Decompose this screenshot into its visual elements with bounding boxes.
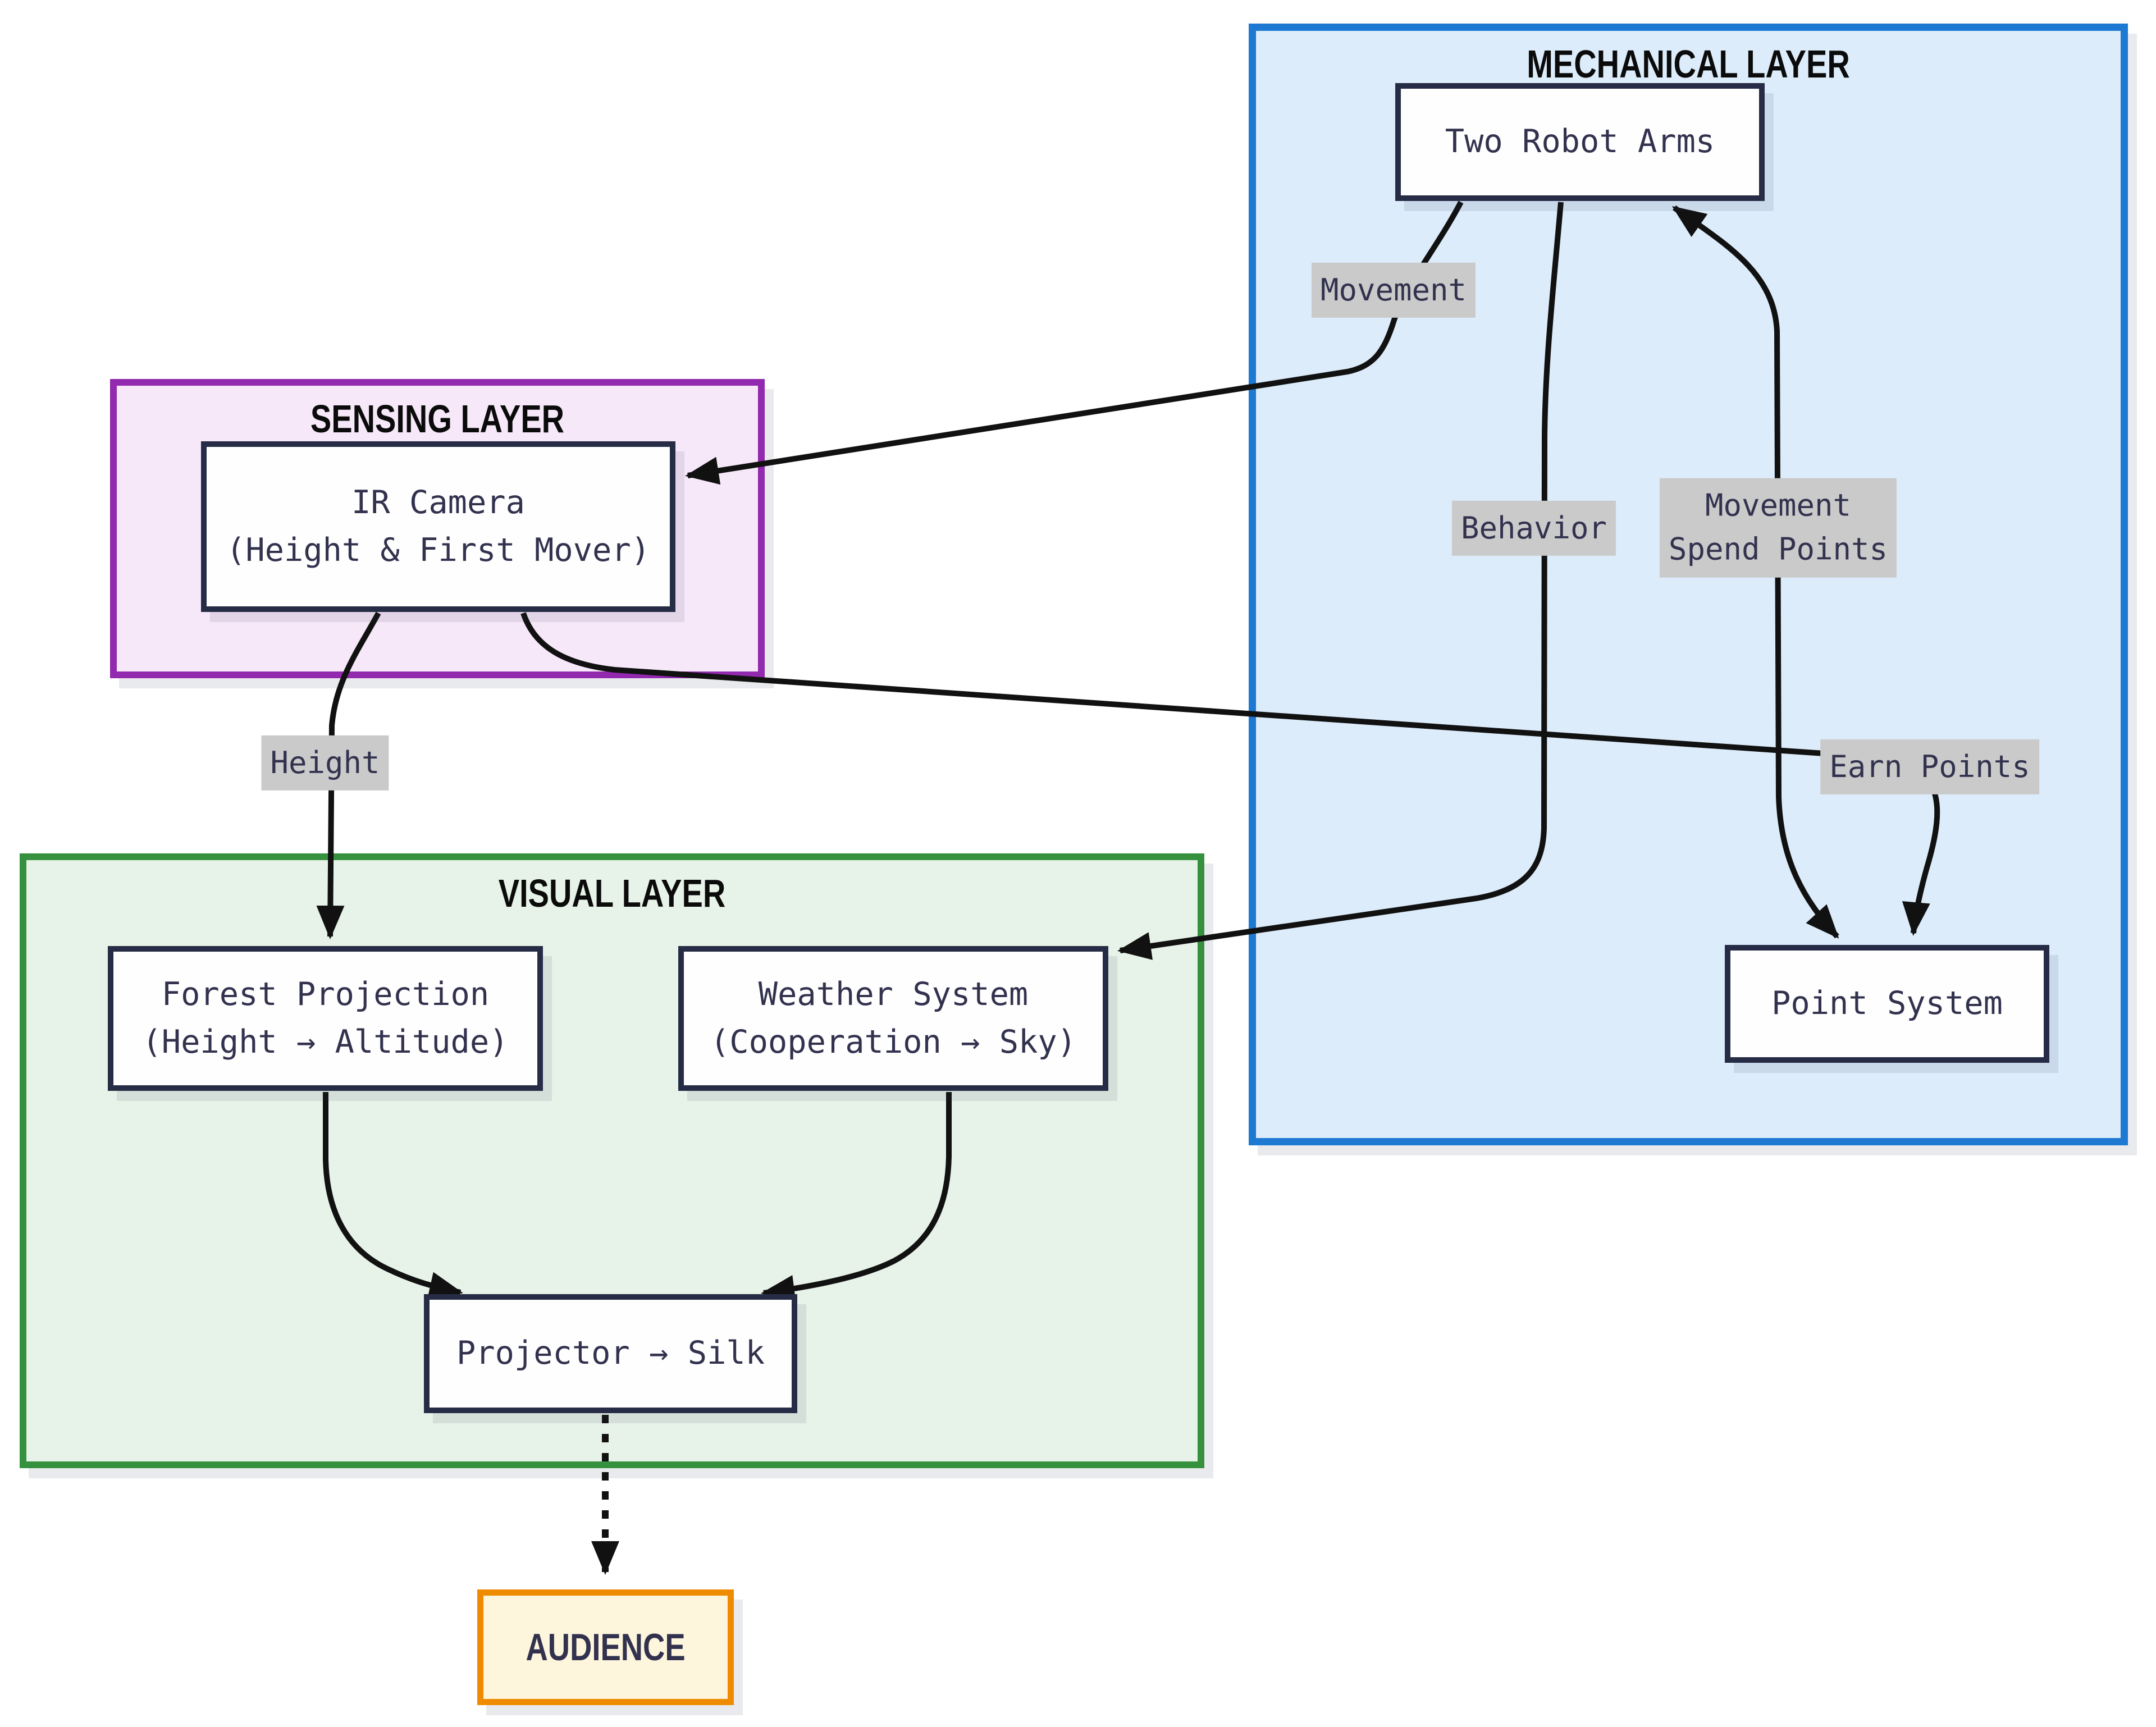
node-ir-camera-label-line1: IR Camera xyxy=(351,483,525,521)
visual-layer-title: VISUAL LAYER xyxy=(498,871,726,915)
edge-label-height: Height xyxy=(261,735,389,791)
node-forest-projection-label-line1: Forest Projection xyxy=(161,975,490,1013)
node-weather-system-label-line2: (Cooperation → Sky) xyxy=(710,1024,1077,1061)
node-projector-silk: Projector → Silk xyxy=(424,1294,797,1413)
edge-arms-to-weather-behavior xyxy=(1117,202,1564,960)
mechanical-layer-title: MECHANICAL LAYER xyxy=(1527,42,1850,86)
sensing-layer-title: SENSING LAYER xyxy=(310,397,565,441)
node-audience-label: AUDIENCE xyxy=(526,1626,686,1669)
edge-ircamera-to-pointsystem-earn xyxy=(520,612,1940,936)
edge-arms-to-ircamera-movement xyxy=(685,200,1464,485)
node-point-system-label: Point System xyxy=(1771,985,2003,1022)
node-point-system: Point System xyxy=(1725,945,2049,1063)
node-projector-silk-label: Projector → Silk xyxy=(456,1335,765,1372)
edge-arms-pointsystem-spend xyxy=(1671,205,1839,939)
node-forest-projection-label-line2: (Height → Altitude) xyxy=(142,1024,509,1061)
edge-label-movement: Movement xyxy=(1311,262,1476,318)
node-audience: AUDIENCE xyxy=(477,1589,734,1705)
edge-ircamera-to-forest-height xyxy=(316,611,381,939)
node-two-robot-arms-label: Two Robot Arms xyxy=(1445,123,1715,161)
node-forest-projection: Forest Projection (Height → Altitude) xyxy=(108,946,543,1091)
edge-label-movement-spend-points: Movement Spend Points xyxy=(1659,478,1897,578)
node-ir-camera-label-line2: (Height & First Mover) xyxy=(226,532,650,569)
node-two-robot-arms: Two Robot Arms xyxy=(1395,83,1765,201)
edge-label-earn-points: Earn Points xyxy=(1820,739,2039,795)
node-weather-system-label-line1: Weather System xyxy=(758,975,1029,1013)
edge-weather-to-projector xyxy=(761,1092,952,1303)
node-ir-camera: IR Camera (Height & First Mover) xyxy=(201,441,675,612)
edge-label-behavior: Behavior xyxy=(1451,500,1616,556)
edge-forest-to-projector xyxy=(323,1092,463,1300)
node-weather-system: Weather System (Cooperation → Sky) xyxy=(678,946,1108,1091)
